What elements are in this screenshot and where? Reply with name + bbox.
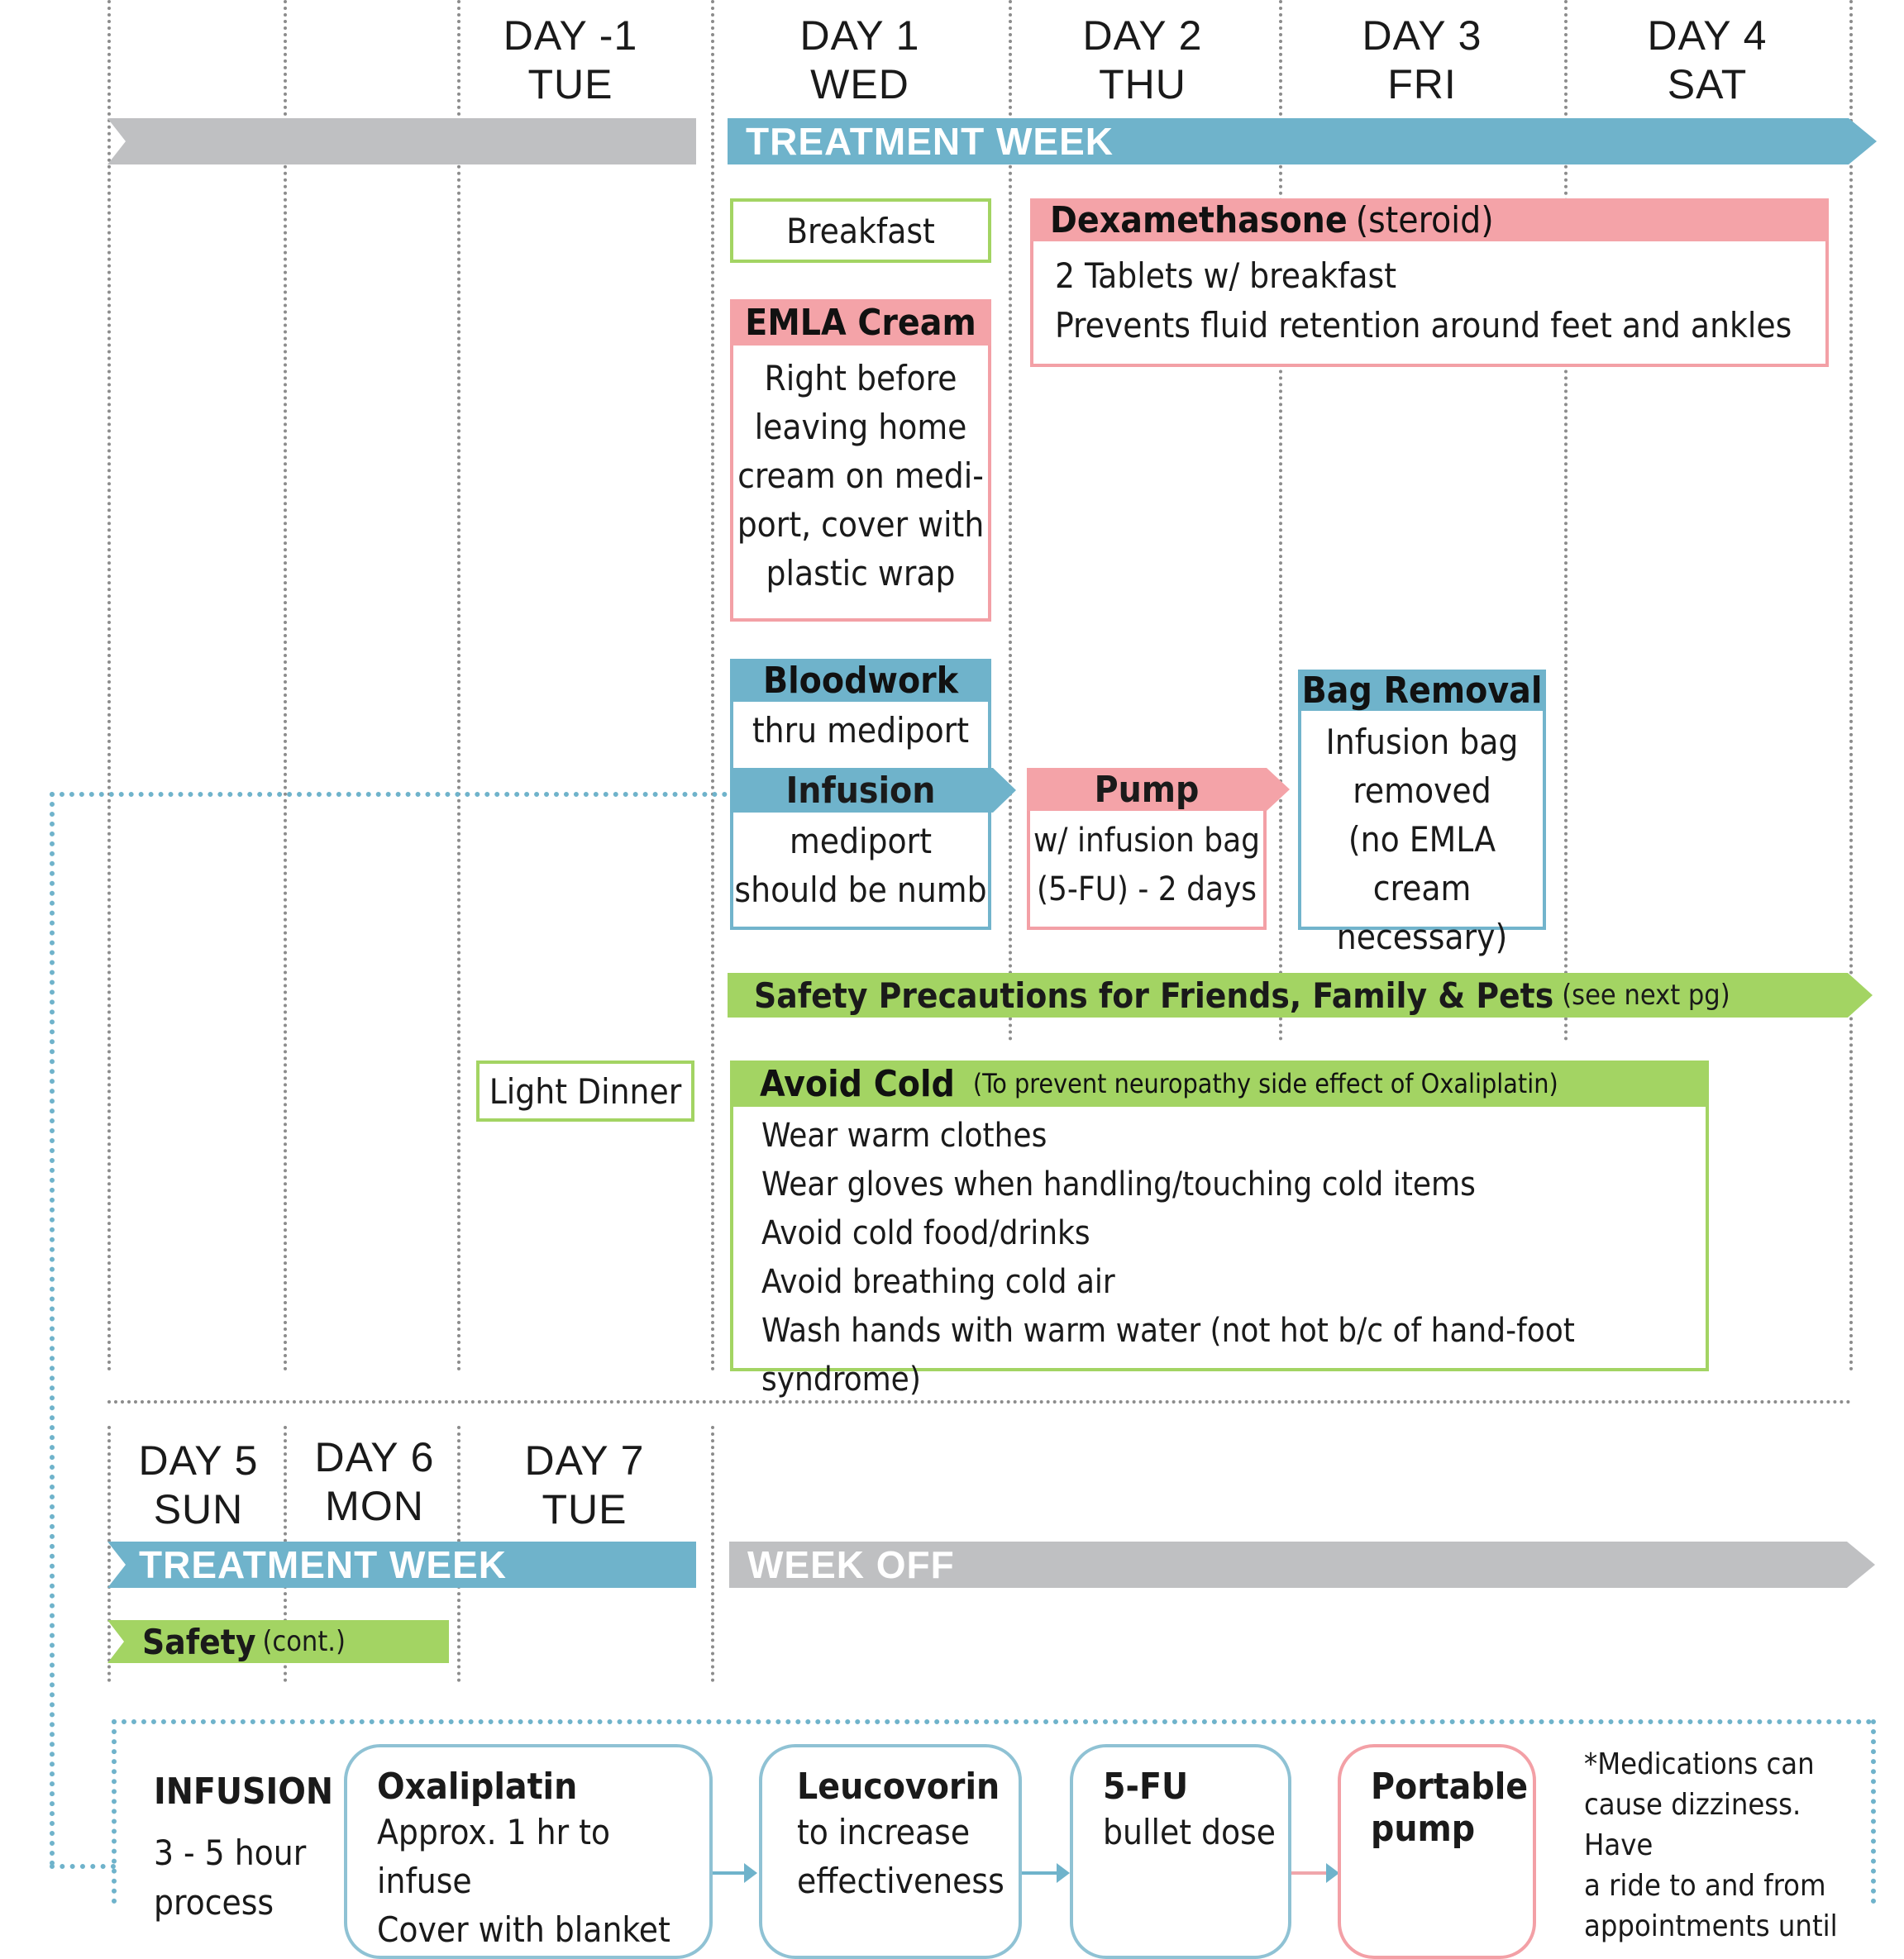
- day-number: DAY 3: [1362, 12, 1482, 59]
- column-divider: [711, 1426, 714, 1682]
- day-of-week: MON: [325, 1483, 424, 1529]
- step-oxaliplatin: Oxaliplatin Approx. 1 hr to infuse Cover…: [344, 1744, 713, 1959]
- day-header: DAY 7 TUE: [494, 1437, 675, 1534]
- treatment-week-band-2: [107, 1542, 696, 1588]
- day-number: DAY -1: [503, 12, 638, 59]
- column-divider: [284, 0, 287, 1372]
- dexamethasone-line: Prevents fluid retention around feet and…: [1055, 305, 1792, 346]
- pump-header: Pump: [1094, 768, 1200, 811]
- avoid-cold-box: Avoid Cold (To prevent neuropathy side e…: [730, 1061, 1709, 1399]
- pump-header-arrow: [1027, 768, 1290, 811]
- column-divider: [1279, 0, 1282, 1041]
- day-header: DAY 5 SUN: [107, 1437, 289, 1534]
- avoid-cold-line: Avoid breathing cold air: [761, 1263, 1115, 1301]
- step-arrow: [1291, 1863, 1339, 1883]
- step-arrow: [713, 1863, 757, 1883]
- step-leucovorin: Leucovorin to increase effectiveness: [759, 1744, 1022, 1959]
- pump-body: w/ infusion bag (5-FU) - 2 days: [1033, 822, 1261, 908]
- light-dinner-box: Light Dinner: [476, 1061, 694, 1122]
- day-number: DAY 1: [799, 12, 920, 59]
- infusion-connector: [50, 792, 55, 1866]
- day-of-week: THU: [1099, 61, 1186, 107]
- day-header: DAY 4 SAT: [1608, 12, 1806, 109]
- column-divider: [1564, 0, 1568, 1041]
- column-divider: [1849, 0, 1853, 1372]
- safety-band: [728, 973, 1873, 1018]
- infusion-header: Infusion: [785, 769, 936, 812]
- day-number: DAY 2: [1082, 12, 1203, 59]
- section-divider: [107, 1400, 1852, 1404]
- step-portable-pump: Portable pump: [1338, 1744, 1536, 1959]
- day-of-week: SAT: [1667, 61, 1748, 107]
- day-header: DAY -1 TUE: [471, 12, 670, 109]
- safety-band-label: Safety Precautions for Friends, Family &…: [754, 975, 1730, 1016]
- infusion-connector: [50, 1864, 116, 1869]
- day-number: DAY 5: [138, 1437, 259, 1484]
- avoid-cold-line: Avoid cold food/drinks: [761, 1214, 1090, 1252]
- pre-treatment-band: [107, 118, 696, 164]
- bloodwork-header: Bloodwork: [730, 659, 991, 702]
- day-number: DAY 4: [1647, 12, 1768, 59]
- day-of-week: FRI: [1387, 61, 1457, 107]
- day-header: DAY 2 THU: [1043, 12, 1242, 109]
- bag-removal-box: Bag Removal Infusion bag removed (no EML…: [1298, 670, 1546, 957]
- infusion-process-frame: [1871, 1719, 1876, 1904]
- avoid-cold-line: Wash hands with warm water (not hot b/c …: [761, 1312, 1575, 1399]
- column-divider: [107, 1426, 111, 1682]
- column-divider: [457, 0, 460, 1372]
- day-number: DAY 6: [314, 1434, 435, 1480]
- week-off-band: [729, 1542, 1875, 1588]
- treatment-week-label-2: TREATMENT WEEK: [139, 1543, 508, 1586]
- medication-note: *Medications can cause dizziness. Have a…: [1584, 1747, 1838, 1943]
- breakfast-box: Breakfast: [730, 198, 991, 263]
- column-divider: [711, 0, 714, 1372]
- infusion-body: mediport should be numb: [734, 821, 987, 910]
- avoid-cold-header: Avoid Cold (To prevent neuropathy side e…: [730, 1061, 1709, 1107]
- safety-cont-band: [107, 1620, 449, 1663]
- bloodwork-infusion-box: Bloodwork thru mediport: [730, 659, 991, 930]
- day-of-week: TUE: [542, 1486, 628, 1532]
- day-header: DAY 6 MON: [284, 1433, 465, 1531]
- infusion-process-frame: [112, 1719, 1873, 1724]
- day-number: DAY 7: [524, 1437, 645, 1484]
- avoid-cold-line: Wear warm clothes: [761, 1117, 1047, 1155]
- emla-cream-header: EMLA Cream: [730, 299, 991, 346]
- safety-cont-label: Safety (cont.): [142, 1621, 346, 1662]
- step-arrow: [1022, 1863, 1070, 1883]
- infusion-process-frame: [112, 1719, 117, 1904]
- day-header: DAY 1 WED: [761, 12, 959, 109]
- emla-cream-box: EMLA Cream Right before leaving home cre…: [730, 299, 991, 622]
- day-of-week: WED: [810, 61, 909, 107]
- week-off-label: WEEK OFF: [747, 1543, 955, 1586]
- column-divider: [1009, 0, 1012, 1041]
- treatment-week-label: TREATMENT WEEK: [746, 120, 1114, 163]
- bag-removal-header: Bag Removal: [1298, 670, 1546, 711]
- dexamethasone-box: Dexamethasone (steroid) 2 Tablets w/ bre…: [1030, 198, 1829, 367]
- avoid-cold-line: Wear gloves when handling/touching cold …: [761, 1165, 1476, 1204]
- step-5fu: 5-FU bullet dose: [1070, 1744, 1291, 1959]
- day-of-week: TUE: [527, 61, 613, 107]
- dexamethasone-header: Dexamethasone (steroid): [1030, 198, 1829, 241]
- dexamethasone-line: 2 Tablets w/ breakfast: [1055, 255, 1397, 296]
- infusion-connector: [50, 792, 728, 797]
- treatment-week-band: [728, 118, 1877, 164]
- day-header: DAY 3 FRI: [1323, 12, 1521, 109]
- infusion-header-arrow: [730, 768, 1016, 813]
- column-divider: [107, 0, 111, 1372]
- day-of-week: SUN: [153, 1486, 244, 1532]
